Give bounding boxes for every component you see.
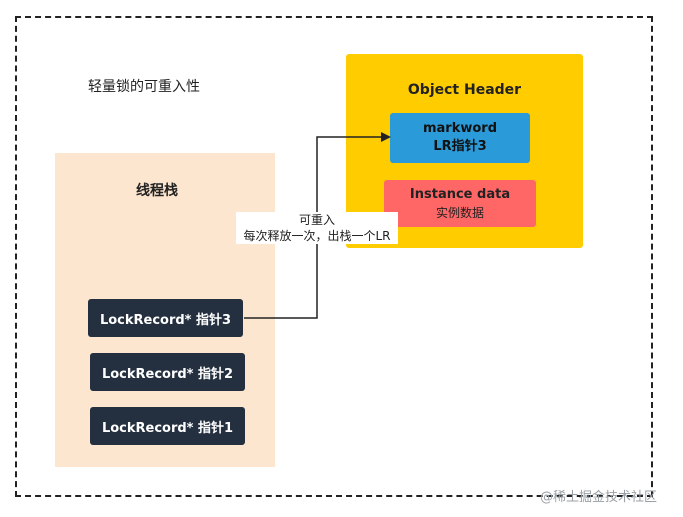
arrow-label: 可重入 每次释放一次，出栈一个LR: [236, 212, 398, 244]
markword-label: markword: [422, 121, 498, 136]
arrow-head: [381, 132, 391, 142]
markword-box: markword LR指针3: [390, 113, 530, 163]
watermark: @稀土掘金技术社区: [540, 490, 658, 505]
instance-data-box: Instance data 实例数据: [384, 180, 536, 227]
arrow-label-line2: 每次释放一次，出栈一个LR: [243, 229, 391, 243]
instance-data-sublabel: 实例数据: [435, 205, 484, 220]
lock-record-3: LockRecord* 指针3: [88, 299, 243, 337]
arrow-label-line1: 可重入: [298, 213, 335, 227]
thread-stack-title: 线程栈: [136, 183, 178, 199]
instance-data-label: Instance data: [409, 186, 511, 202]
lock-record-2: LockRecord* 指针2: [90, 353, 245, 391]
dashed-frame: [15, 16, 653, 497]
diagram-title: 轻量锁的可重入性: [88, 79, 200, 95]
object-header-title: Object Header: [407, 82, 522, 98]
lock-record-1: LockRecord* 指针1: [90, 407, 245, 445]
markword-pointer: LR指针3: [433, 139, 487, 154]
